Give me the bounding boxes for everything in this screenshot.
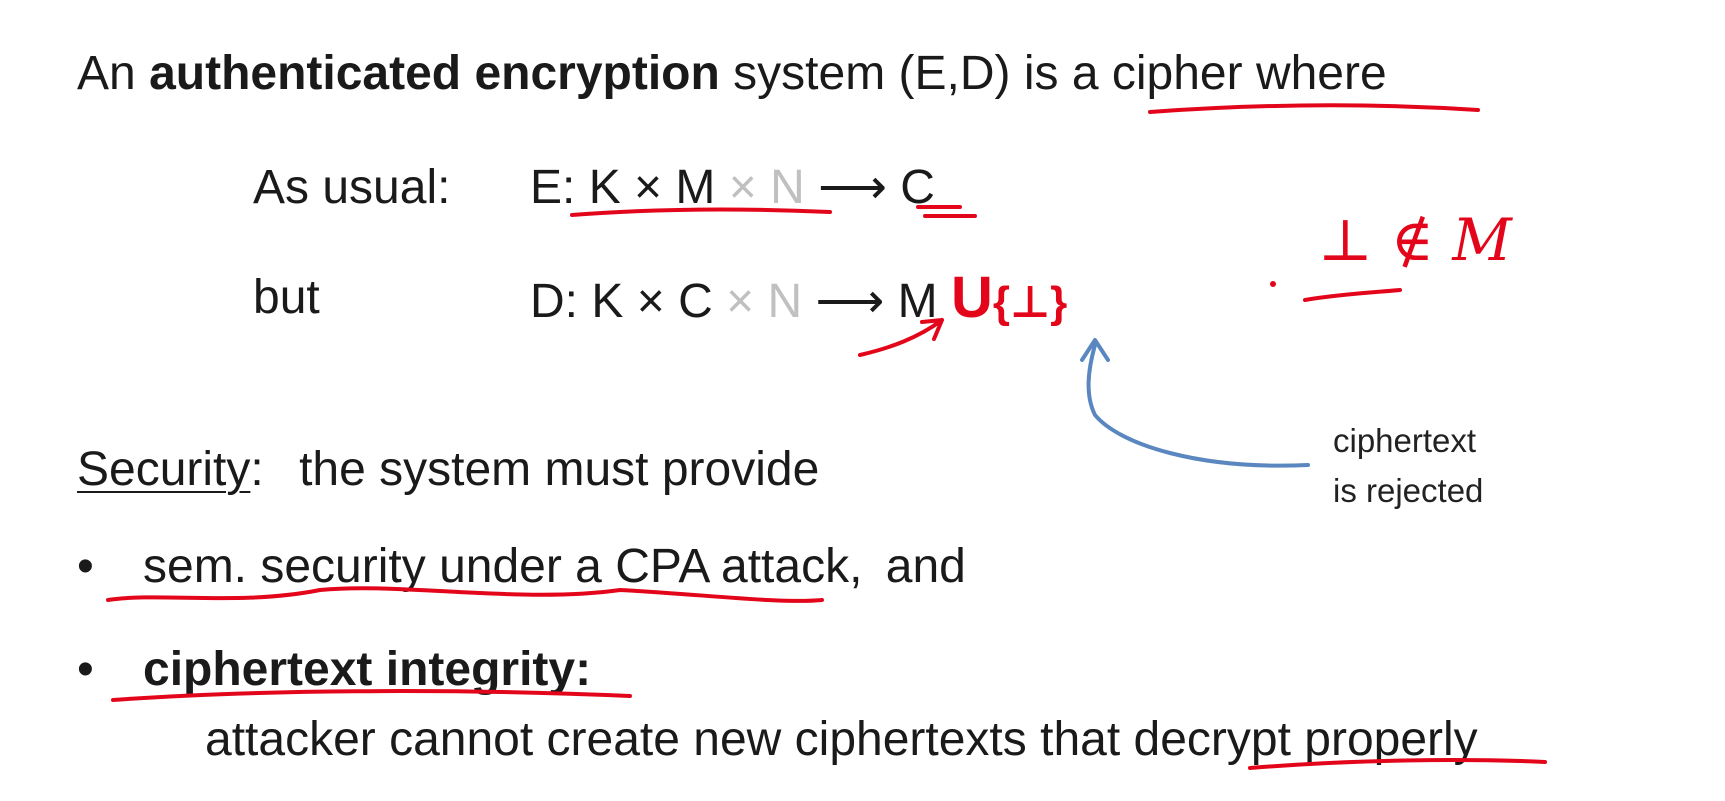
bottom-set: {⊥} bbox=[992, 278, 1068, 327]
encryption-nonce: × N bbox=[728, 161, 805, 214]
encryption-domain: K × M bbox=[588, 161, 716, 214]
decryption-arrow: ⟶ bbox=[815, 275, 885, 328]
definition-line: An authenticated encryption system (E,D)… bbox=[77, 44, 1387, 104]
requirement-2-detail: attacker cannot create new ciphertexts t… bbox=[205, 710, 1478, 770]
requirement-1: sem. security under a CPA attack, and bbox=[143, 537, 966, 597]
requirement-2-detail-b: decrypt properly bbox=[1133, 713, 1478, 766]
rejection-arrow bbox=[1086, 343, 1310, 468]
encryption-label: As usual: bbox=[253, 161, 451, 214]
encryption-range: C bbox=[900, 161, 935, 214]
definition-suffix: system (E,D) is a bbox=[733, 47, 1099, 100]
rejection-arrowhead bbox=[1080, 338, 1110, 362]
security-colon: : bbox=[250, 443, 264, 496]
requirement-1-tail: and bbox=[885, 540, 966, 593]
underline-cipher-where bbox=[1148, 103, 1480, 114]
decryption-nonce: × N bbox=[726, 275, 803, 328]
requirement-2-bullet: • bbox=[77, 643, 94, 696]
decryption-range: M bbox=[897, 275, 938, 328]
decryption-label: but bbox=[253, 271, 320, 324]
requirement-1-bullet: • bbox=[77, 540, 94, 593]
encryption-arrow: ⟶ bbox=[818, 161, 887, 214]
ink-dot bbox=[1270, 281, 1276, 287]
security-line: Security: the system must provide bbox=[77, 440, 819, 500]
union-symbol: U bbox=[950, 265, 993, 330]
decryption-equation: D: K × C × N ⟶ M U{⊥} bbox=[530, 268, 1067, 333]
security-text: the system must provide bbox=[299, 443, 820, 496]
underline-note bbox=[1303, 288, 1402, 302]
requirement-1-text: sem. security under a CPA attack, bbox=[143, 540, 863, 593]
definition-bold-term: authenticated encryption bbox=[149, 47, 720, 100]
encryption-equation: E: K × M × N ⟶ C bbox=[530, 158, 935, 218]
definition-suffix-cipher: cipher where bbox=[1111, 47, 1387, 100]
encryption-name: E: bbox=[530, 161, 576, 214]
requirement-2-title: ciphertext integrity: bbox=[143, 643, 592, 696]
annotation-line1: ciphertext bbox=[1333, 422, 1477, 459]
decryption-domain: K × C bbox=[591, 275, 713, 328]
handwritten-note: ⊥ ∉ M bbox=[1318, 206, 1512, 274]
decryption-name: D: bbox=[530, 275, 578, 328]
annotation-line2: is rejected bbox=[1333, 472, 1484, 509]
requirement-2-detail-a: attacker cannot create new ciphertexts t… bbox=[205, 713, 1121, 766]
definition-prefix: An bbox=[77, 47, 136, 100]
security-label: Security bbox=[77, 443, 251, 496]
